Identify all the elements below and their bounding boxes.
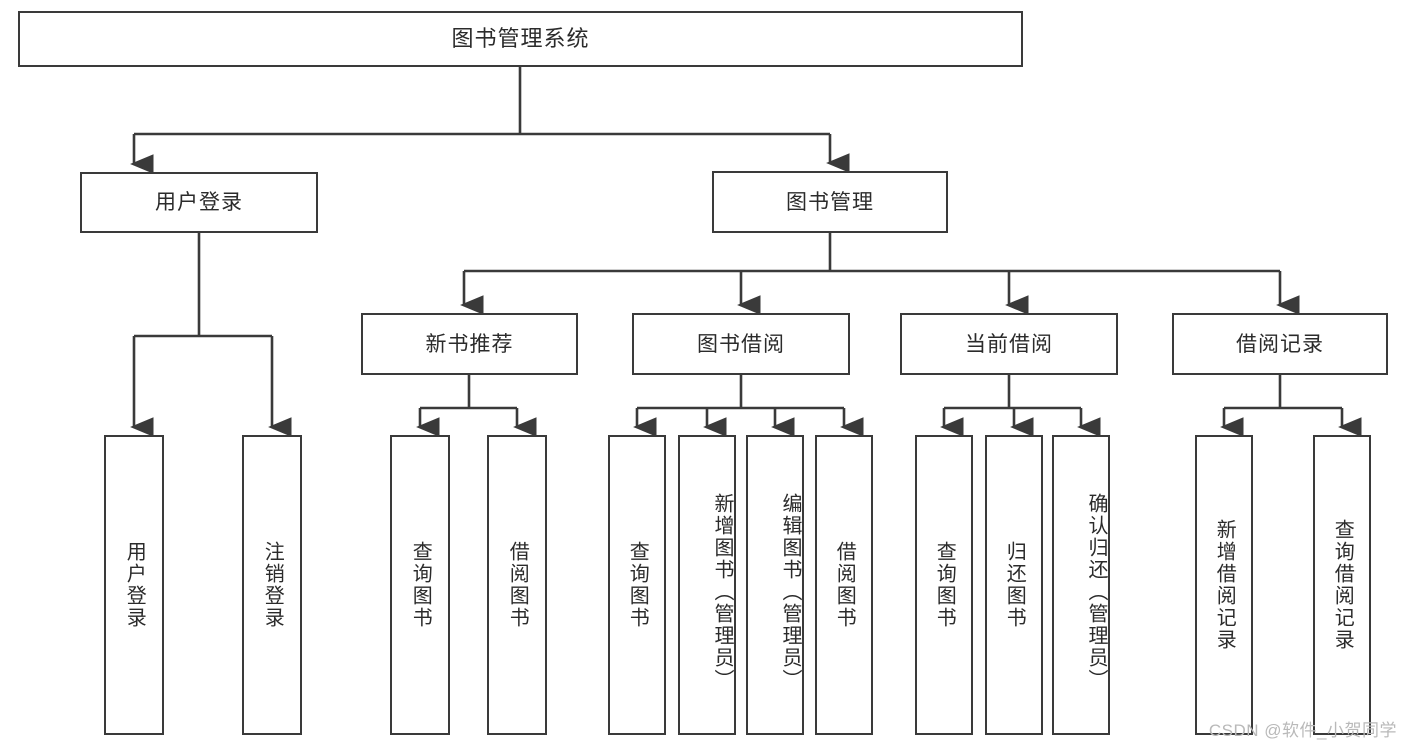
leaf-borrow-book-2[interactable]: 借阅图书 [815,435,873,735]
node-current-borrow[interactable]: 当前借阅 [900,313,1118,375]
leaf-logout[interactable]: 注销登录 [242,435,302,735]
leaf-user-login[interactable]: 用户登录 [104,435,164,735]
leaf-query-book-2[interactable]: 查询图书 [608,435,666,735]
leaf-query-book-1[interactable]: 查询图书 [390,435,450,735]
node-book-borrow[interactable]: 图书借阅 [632,313,850,375]
leaf-borrow-book-1[interactable]: 借阅图书 [487,435,547,735]
leaf-query-book-3[interactable]: 查询图书 [915,435,973,735]
node-borrow-record[interactable]: 借阅记录 [1172,313,1388,375]
csdn-watermark: CSDN @软件_小贺同学 [1208,721,1397,740]
node-root[interactable]: 图书管理系统 [18,11,1023,67]
leaf-add-book[interactable]: 新增图书（管理员） [678,435,736,735]
node-new-book-recommend[interactable]: 新书推荐 [361,313,578,375]
leaf-return-book[interactable]: 归还图书 [985,435,1043,735]
leaf-confirm-return[interactable]: 确认归还（管理员） [1052,435,1110,735]
node-book-manage[interactable]: 图书管理 [712,171,948,233]
leaf-edit-book[interactable]: 编辑图书（管理员） [746,435,804,735]
leaf-query-record[interactable]: 查询借阅记录 [1313,435,1371,735]
node-user-login[interactable]: 用户登录 [80,172,318,233]
leaf-add-record[interactable]: 新增借阅记录 [1195,435,1253,735]
